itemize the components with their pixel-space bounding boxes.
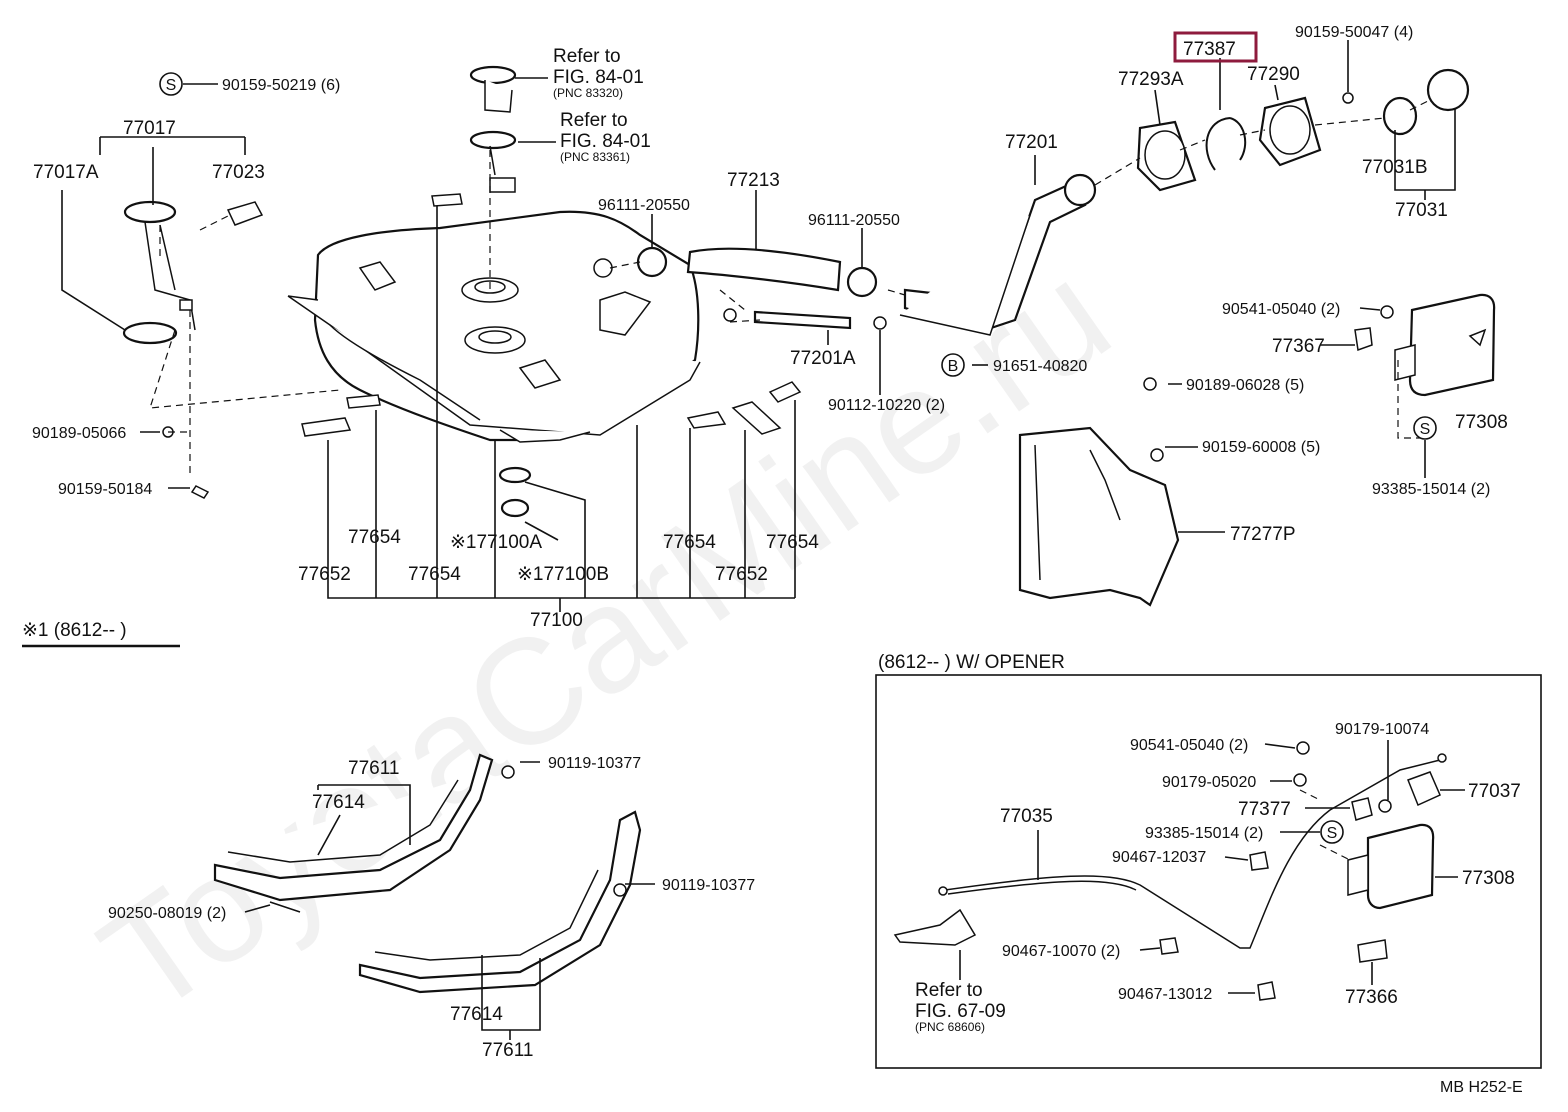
tank-bands bbox=[213, 753, 642, 994]
refer-3-line2: FIG. 67-09 bbox=[915, 1001, 1006, 1022]
label-77017: 77017 bbox=[123, 118, 176, 139]
label-77100: 77100 bbox=[530, 610, 583, 631]
symbol-s-2: S bbox=[1413, 416, 1437, 440]
symbol-b: B bbox=[941, 353, 965, 377]
tank-washers bbox=[498, 466, 532, 518]
refer-2-line3: (PNC 83361) bbox=[560, 150, 630, 164]
label-77652-b: 77652 bbox=[715, 564, 768, 585]
label-90541-05040-a: 90541-05040 (2) bbox=[1222, 301, 1340, 318]
label-77290: 77290 bbox=[1247, 64, 1300, 85]
label-90467-13012: 90467-13012 bbox=[1118, 986, 1212, 1003]
note-1: ※1 (8612-- ) bbox=[22, 620, 127, 641]
label-77366: 77366 bbox=[1345, 987, 1398, 1008]
label-90119-10377-b: 90119-10377 bbox=[662, 877, 755, 894]
leader-lines bbox=[22, 40, 1465, 1040]
label-93385-15014-a: 93385-15014 (2) bbox=[1372, 481, 1490, 498]
label-77654-d: 77654 bbox=[766, 532, 819, 553]
fuel-sender-gauge bbox=[122, 200, 264, 499]
label-77308-b: 77308 bbox=[1462, 868, 1515, 889]
label-77037: 77037 bbox=[1468, 781, 1521, 802]
refer-1-line1: Refer to bbox=[553, 46, 621, 67]
label-90250-08019: 90250-08019 (2) bbox=[108, 905, 226, 922]
label-77611-a: 77611 bbox=[348, 758, 399, 779]
label-77023: 77023 bbox=[212, 162, 265, 183]
opener-box-title: (8612-- ) W/ OPENER bbox=[878, 652, 1065, 673]
label-77652-a: 77652 bbox=[298, 564, 351, 585]
label-77031B: 77031B bbox=[1362, 157, 1428, 178]
refer-1-line2: FIG. 84-01 bbox=[553, 67, 644, 88]
label-90159-50219: 90159-50219 (6) bbox=[222, 77, 340, 94]
refer-1-line3: (PNC 83320) bbox=[553, 86, 623, 100]
symbol-s-1: S bbox=[159, 72, 183, 96]
label-77611-b: 77611 bbox=[482, 1040, 533, 1061]
label-77614-b: 77614 bbox=[450, 1004, 503, 1025]
label-77017A: 77017A bbox=[33, 162, 99, 183]
filler-pipe bbox=[899, 173, 1097, 336]
label-77377: 77377 bbox=[1238, 799, 1291, 820]
label-90119-10377-a: 90119-10377 bbox=[548, 755, 641, 772]
highlight-box bbox=[1173, 31, 1258, 63]
fuel-lid bbox=[1354, 293, 1496, 397]
label-77654-a: 77654 bbox=[348, 527, 401, 548]
label-77277P: 77277P bbox=[1230, 524, 1296, 545]
label-90189-05066: 90189-05066 bbox=[32, 425, 126, 442]
label-90159-60008: 90159-60008 (5) bbox=[1202, 439, 1320, 456]
label-177100B: ※177100B bbox=[517, 564, 609, 585]
label-90467-10070: 90467-10070 (2) bbox=[1002, 943, 1120, 960]
fuel-tank bbox=[287, 210, 701, 443]
label-91651-40820: 91651-40820 bbox=[993, 358, 1087, 375]
tank-pads bbox=[301, 193, 802, 437]
svg-text:S: S bbox=[166, 77, 177, 94]
label-90112-10220: 90112-10220 (2) bbox=[828, 397, 945, 414]
svg-text:B: B bbox=[948, 358, 959, 375]
filler-neck-parts bbox=[1136, 68, 1470, 192]
label-77293A: 77293A bbox=[1118, 69, 1184, 90]
label-77387: 77387 bbox=[1183, 39, 1236, 60]
symbol-s-3: S bbox=[1320, 820, 1344, 844]
label-90189-06028: 90189-06028 (5) bbox=[1186, 377, 1304, 394]
label-77308-a: 77308 bbox=[1455, 412, 1508, 433]
label-93385-15014-b: 93385-15014 (2) bbox=[1145, 825, 1263, 842]
label-77201: 77201 bbox=[1005, 132, 1058, 153]
refer-3-line1: Refer to bbox=[915, 980, 983, 1001]
label-77213: 77213 bbox=[727, 170, 780, 191]
label-90467-12037: 90467-12037 bbox=[1112, 849, 1206, 866]
label-77367: 77367 bbox=[1272, 336, 1325, 357]
label-96111-20550-a: 96111-20550 bbox=[598, 197, 690, 214]
label-90159-50047: 90159-50047 (4) bbox=[1295, 24, 1413, 41]
label-77614-a: 77614 bbox=[312, 792, 365, 813]
label-77201A: 77201A bbox=[790, 348, 856, 369]
label-90179-05020: 90179-05020 bbox=[1162, 774, 1256, 791]
label-90159-50184: 90159-50184 bbox=[58, 481, 152, 498]
opener-box bbox=[875, 674, 1542, 1069]
refer-2-line1: Refer to bbox=[560, 110, 628, 131]
fuel-protector bbox=[1018, 377, 1180, 607]
label-77031: 77031 bbox=[1395, 200, 1448, 221]
fuel-pump-parts bbox=[469, 65, 517, 193]
refer-2-line2: FIG. 84-01 bbox=[560, 131, 651, 152]
label-90179-10074: 90179-10074 bbox=[1335, 721, 1429, 738]
svg-text:S: S bbox=[1420, 421, 1431, 438]
refer-3-line3: (PNC 68606) bbox=[915, 1020, 985, 1034]
label-77035: 77035 bbox=[1000, 806, 1053, 827]
svg-text:S: S bbox=[1327, 825, 1338, 842]
label-77654-b: 77654 bbox=[408, 564, 461, 585]
label-177100A: ※177100A bbox=[450, 532, 542, 553]
label-90541-05040-b: 90541-05040 (2) bbox=[1130, 737, 1248, 754]
label-96111-20550-b: 96111-20550 bbox=[808, 212, 900, 229]
label-77654-c: 77654 bbox=[663, 532, 716, 553]
opener-parts bbox=[893, 741, 1447, 1001]
footer-code: MB H252-E bbox=[1440, 1079, 1523, 1096]
